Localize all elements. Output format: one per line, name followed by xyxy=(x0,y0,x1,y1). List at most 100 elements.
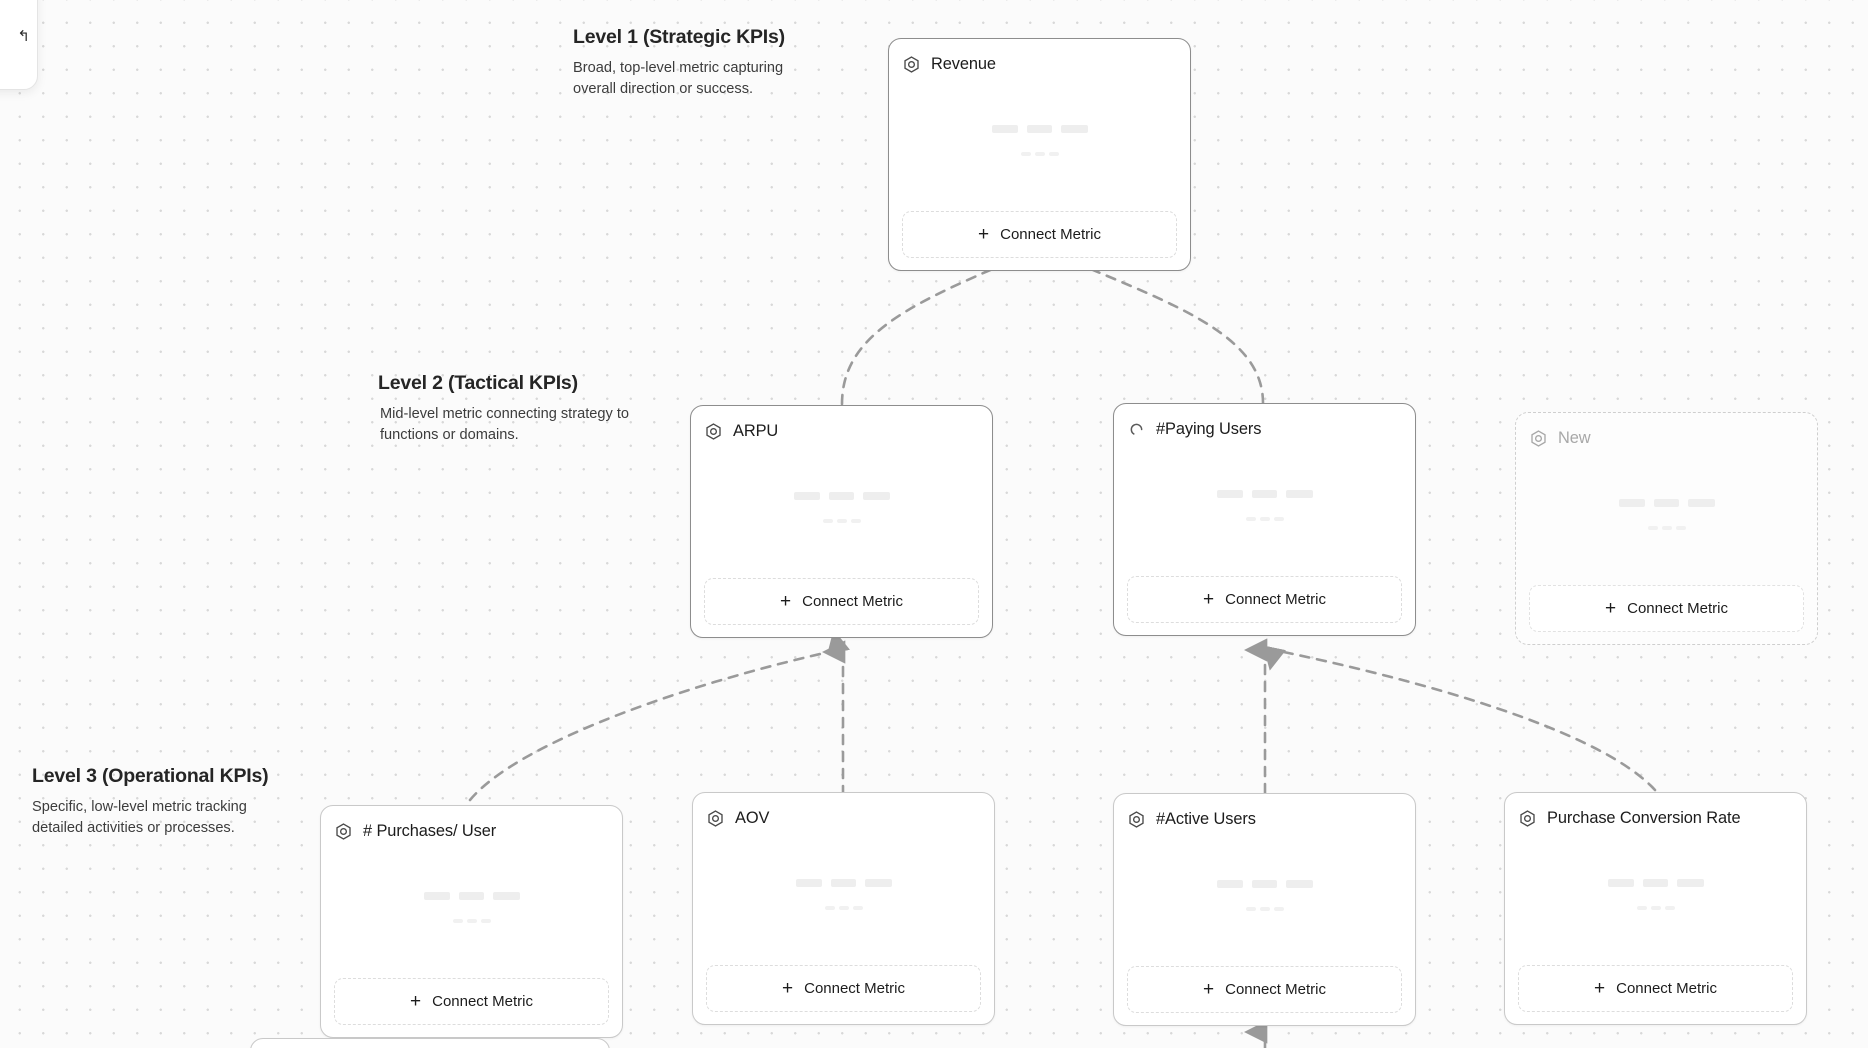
connect-metric-button[interactable]: + Connect Metric xyxy=(902,211,1177,258)
skeleton-row-secondary xyxy=(452,919,491,923)
skeleton-row-secondary xyxy=(1636,906,1675,910)
card-title: #Paying Users xyxy=(1156,419,1262,438)
level-3-description: Specific, low-level metric tracking deta… xyxy=(32,799,247,837)
skeleton-row-secondary xyxy=(822,519,861,523)
skeleton-bar xyxy=(836,519,847,523)
skeleton-bar xyxy=(822,519,833,523)
skeleton-bar xyxy=(1650,906,1661,910)
card-skeleton-body xyxy=(334,843,609,978)
skeleton-bar xyxy=(1607,879,1634,887)
skeleton-bar xyxy=(1618,499,1645,507)
level-2-description: Mid-level metric connecting strategy to … xyxy=(380,406,630,444)
skeleton-bar xyxy=(991,125,1018,133)
card-skeleton-body xyxy=(902,76,1177,211)
card-title: # Purchases/ User xyxy=(363,821,497,840)
edge-pcr-paying xyxy=(1263,645,1657,792)
level-3-title: Level 3 (Operational KPIs) xyxy=(32,765,269,787)
skeleton-bar xyxy=(1675,526,1686,530)
hexagon-target-icon xyxy=(706,422,721,440)
card-header: #Active Users xyxy=(1127,807,1402,831)
card-skeleton-body xyxy=(704,443,979,578)
skeleton-bar xyxy=(458,892,484,900)
skeleton-row-secondary xyxy=(1020,152,1059,156)
skeleton-bar xyxy=(862,492,890,500)
card-title: ARPU xyxy=(733,421,779,440)
connect-metric-label: Connect Metric xyxy=(1225,981,1326,998)
skeleton-row-primary xyxy=(1216,880,1313,888)
metric-card-active-users[interactable]: #Active Users + Connect Metric xyxy=(1113,793,1416,1026)
hexagon-target-icon xyxy=(708,809,723,827)
skeleton-bar xyxy=(1026,125,1052,133)
skeleton-bar xyxy=(1245,517,1256,521)
connect-metric-label: Connect Metric xyxy=(432,993,533,1010)
card-header: ARPU xyxy=(704,419,979,443)
card-header: # Purchases/ User xyxy=(334,819,609,843)
metric-card-purchases-per-user[interactable]: # Purchases/ User + Connect Metric xyxy=(320,805,623,1038)
connect-metric-button[interactable]: + Connect Metric xyxy=(1529,585,1804,632)
metric-card-new[interactable]: New + Connect Metric xyxy=(1515,412,1818,645)
skeleton-bar xyxy=(830,879,856,887)
connect-metric-label: Connect Metric xyxy=(802,593,903,610)
skeleton-bar xyxy=(1259,907,1270,911)
skeleton-bar xyxy=(1653,499,1679,507)
connect-metric-label: Connect Metric xyxy=(1627,600,1728,617)
plus-icon: + xyxy=(1605,598,1617,619)
skeleton-bar xyxy=(852,906,863,910)
skeleton-bar xyxy=(1251,880,1277,888)
connect-metric-label: Connect Metric xyxy=(1616,980,1717,997)
card-title: Revenue xyxy=(931,54,996,73)
skeleton-bar xyxy=(1060,125,1088,133)
skeleton-bar xyxy=(824,906,835,910)
skeleton-bar xyxy=(850,519,861,523)
skeleton-row-primary xyxy=(1618,499,1715,507)
edge-arpu-revenue xyxy=(840,230,1049,406)
connect-metric-button[interactable]: + Connect Metric xyxy=(1127,966,1402,1013)
level-3-block: Level 3 (Operational KPIs) Specific, low… xyxy=(32,765,290,839)
connect-metric-button[interactable]: + Connect Metric xyxy=(706,965,981,1012)
metric-card-aov[interactable]: AOV + Connect Metric xyxy=(692,792,995,1025)
connect-metric-label: Connect Metric xyxy=(1225,591,1326,608)
skeleton-bar xyxy=(1273,517,1284,521)
skeleton-row-secondary xyxy=(1245,517,1284,521)
skeleton-row-secondary xyxy=(824,906,863,910)
skeleton-bar xyxy=(1664,906,1675,910)
floating-corner-panel[interactable]: ↰ xyxy=(0,0,38,90)
loading-spinner-icon xyxy=(1130,423,1143,435)
card-title: #Active Users xyxy=(1156,809,1256,828)
skeleton-bar xyxy=(1251,490,1277,498)
skeleton-bar xyxy=(466,919,477,923)
connect-metric-button[interactable]: + Connect Metric xyxy=(704,578,979,625)
skeleton-row-secondary xyxy=(1245,907,1284,911)
metric-card-purchase-conversion-rate[interactable]: Purchase Conversion Rate + Connect Metri… xyxy=(1504,792,1807,1025)
connect-metric-button[interactable]: + Connect Metric xyxy=(334,978,609,1025)
metric-card-revenue[interactable]: Revenue + Connect Metric xyxy=(888,38,1191,271)
metric-card-arpu[interactable]: ARPU + Connect Metric xyxy=(690,405,993,638)
connect-metric-button[interactable]: + Connect Metric xyxy=(1127,576,1402,623)
skeleton-row-primary xyxy=(991,125,1088,133)
card-skeleton-body xyxy=(1529,450,1804,585)
skeleton-bar xyxy=(838,906,849,910)
card-header: #Paying Users xyxy=(1127,417,1402,441)
skeleton-row-secondary xyxy=(1647,526,1686,530)
skeleton-bar xyxy=(1676,879,1704,887)
corner-panel-glyph: ↰ xyxy=(17,27,30,45)
card-skeleton-body xyxy=(1518,830,1793,965)
skeleton-bar xyxy=(1647,526,1658,530)
connect-metric-label: Connect Metric xyxy=(1000,226,1101,243)
plus-icon: + xyxy=(978,224,990,245)
skeleton-bar xyxy=(1273,907,1284,911)
skeleton-row-primary xyxy=(793,492,890,500)
hexagon-target-icon xyxy=(1531,429,1546,447)
skeleton-bar xyxy=(492,892,520,900)
skeleton-bar xyxy=(1285,490,1313,498)
metric-card-offscreen-partial[interactable] xyxy=(250,1038,610,1048)
edge-purchases-arpu xyxy=(468,629,850,802)
hexagon-target-icon xyxy=(336,822,351,840)
card-skeleton-body xyxy=(706,830,981,965)
connect-metric-button[interactable]: + Connect Metric xyxy=(1518,965,1793,1012)
skeleton-bar xyxy=(1636,906,1647,910)
card-title: AOV xyxy=(735,808,770,827)
card-skeleton-body xyxy=(1127,831,1402,966)
metric-card-paying-users[interactable]: #Paying Users + Connect Metric xyxy=(1113,403,1416,636)
